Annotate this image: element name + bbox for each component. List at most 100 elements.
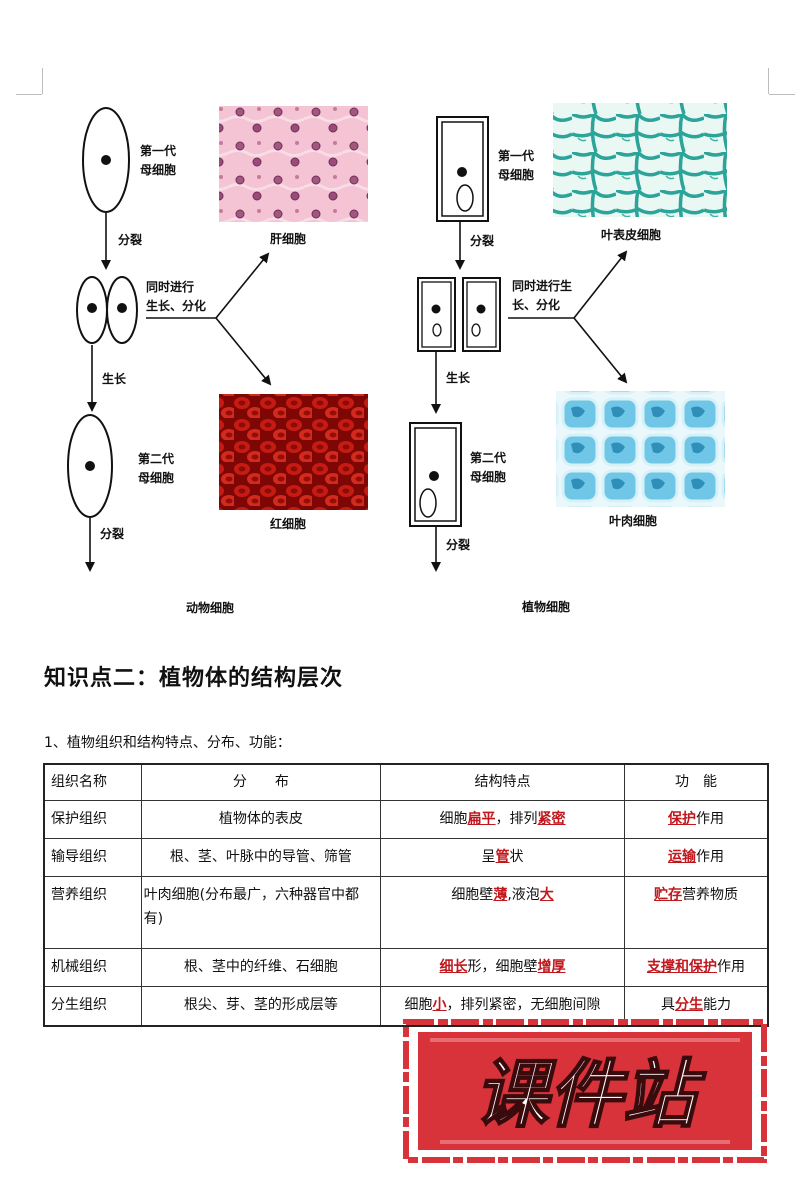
struct-text: 形，细胞壁	[467, 958, 538, 975]
animal-cell-caption: 动物细胞	[186, 600, 234, 615]
struct-keyword: 薄	[493, 886, 508, 903]
liver-cell-image	[219, 106, 368, 222]
watermark-text: 课件站	[474, 1052, 707, 1138]
mesophyll-image	[556, 391, 725, 507]
struct-text: 细胞	[404, 996, 433, 1013]
corner-mark-right	[768, 68, 769, 94]
plant-growdiff-label-1: 同时进行生	[512, 278, 572, 293]
func-text: 作用	[695, 810, 724, 827]
animal-divide2-label: 分裂	[100, 526, 124, 541]
animal-gen1-label-2: 母细胞	[140, 162, 176, 177]
plant-gen2-label-2: 母细胞	[470, 469, 506, 484]
struct-text: 细胞壁	[451, 886, 494, 903]
plant-gen2-label-1: 第二代	[470, 450, 506, 465]
plant-grow-label: 生长	[446, 370, 471, 385]
struct-text: 呈	[481, 848, 496, 865]
func-text: 能力	[702, 996, 731, 1013]
arrow-animal-to-liver	[215, 252, 270, 319]
func-text: 作用	[716, 958, 745, 975]
animal-gen2-label-2: 母细胞	[138, 470, 174, 485]
tissue-function: 运输作用	[623, 837, 769, 877]
struct-text: ，排列紧密，无细胞间隙	[446, 996, 601, 1013]
animal-divide-label: 分裂	[118, 232, 142, 247]
animal-gen2-label-1: 第二代	[138, 451, 174, 466]
leaf-epidermis-label: 叶表皮细胞	[601, 227, 661, 242]
tissue-distribution: 植物体的表皮	[140, 799, 382, 839]
plant-gen1-label-2: 母细胞	[498, 167, 534, 182]
plant-growdiff-label-2: 长、分化	[512, 297, 560, 312]
tissue-distribution: 根、茎中的纤维、石细胞	[140, 947, 382, 987]
struct-text: ，排列	[495, 810, 538, 827]
arrow-plant-to-epidermis	[573, 250, 628, 319]
plant-cell-gen2	[409, 422, 462, 527]
tissue-name: 输导组织	[43, 837, 142, 877]
struct-text: ,液泡	[507, 886, 540, 903]
struct-keyword: 大	[539, 886, 554, 903]
header-name: 组织名称	[43, 763, 142, 801]
tissue-distribution: 叶肉细胞(分布最广，六种器官中都有)	[140, 875, 382, 949]
plant-tissue-table: 组织名称 分 布 结构特点 功 能 保护组织 植物体的表皮 细胞扁平，排列紧密 …	[43, 763, 769, 1027]
tissue-name: 保护组织	[43, 799, 142, 839]
plant-gen1-label-1: 第一代	[498, 148, 534, 163]
mesophyll-label: 叶肉细胞	[609, 513, 657, 528]
table-intro: 1、植物组织和结构特点、分布、功能：	[44, 735, 291, 751]
struct-text: 细胞	[439, 810, 468, 827]
animal-grow-label: 生长	[102, 371, 127, 386]
struct-keyword: 管	[495, 848, 510, 865]
struct-keyword: 紧密	[537, 810, 566, 827]
corner-mark-left	[42, 68, 43, 94]
stamp-background	[418, 1032, 752, 1150]
func-text: 营养物质	[681, 886, 738, 903]
table-row: 营养组织 叶肉细胞(分布最广，六种器官中都有) 细胞壁薄,液泡大 贮存营养物质	[43, 875, 769, 949]
header-structure: 结构特点	[380, 763, 625, 801]
arrow-animal-to-rbc	[215, 317, 272, 386]
tissue-structure: 呈管状	[380, 837, 625, 877]
table-row: 输导组织 根、茎、叶脉中的导管、筛管 呈管状 运输作用	[43, 837, 769, 877]
cell-division-diagram: 第一代 母细胞 分裂 同时进行 生长、分化 生长 第二代 母细胞 分裂 肝细胞 …	[67, 103, 727, 615]
tissue-distribution: 根、茎、叶脉中的导管、筛管	[140, 837, 382, 877]
struct-keyword: 小	[432, 996, 447, 1013]
tissue-structure: 细长形，细胞壁增厚	[380, 947, 625, 987]
plant-divide-label: 分裂	[470, 233, 494, 248]
tissue-function: 保护作用	[623, 799, 769, 839]
struct-text: 状	[509, 848, 524, 865]
func-keyword: 运输	[667, 848, 696, 865]
plant-daughter-cells	[417, 277, 501, 352]
plant-cell-caption: 植物细胞	[521, 599, 570, 614]
red-blood-cell-label: 红细胞	[270, 516, 306, 531]
tissue-structure: 细胞小，排列紧密，无细胞间隙	[380, 985, 625, 1027]
plant-cell-gen1	[436, 116, 489, 222]
struct-keyword: 细长	[439, 958, 468, 975]
animal-growdiff-label-2: 生长、分化	[146, 298, 206, 313]
tissue-structure: 细胞壁薄,液泡大	[380, 875, 625, 949]
animal-cell-gen2	[67, 414, 113, 518]
tissue-function: 支撑和保护作用	[623, 947, 769, 987]
animal-gen1-label-1: 第一代	[140, 143, 176, 158]
struct-keyword: 扁平	[467, 810, 496, 827]
liver-cell-label: 肝细胞	[270, 231, 306, 246]
struct-keyword: 增厚	[537, 958, 566, 975]
tissue-distribution: 根尖、芽、茎的形成层等	[140, 985, 382, 1027]
leaf-epidermis-image	[553, 103, 727, 217]
func-keyword: 支撑和保护	[646, 958, 717, 975]
plant-divide2-label: 分裂	[446, 537, 470, 552]
tissue-name: 营养组织	[43, 875, 142, 949]
func-text: 具	[660, 996, 675, 1013]
animal-growdiff-label-1: 同时进行	[146, 279, 194, 294]
func-keyword: 贮存	[653, 886, 682, 903]
tissue-function: 贮存营养物质	[623, 875, 769, 949]
tissue-name: 机械组织	[43, 947, 142, 987]
table-header-row: 组织名称 分 布 结构特点 功 能	[43, 763, 769, 801]
corner-mark-right-h	[769, 94, 795, 95]
animal-daughter-cells	[76, 276, 138, 344]
func-keyword: 分生	[674, 996, 703, 1013]
table-row: 分生组织 根尖、芽、茎的形成层等 细胞小，排列紧密，无细胞间隙 具分生能力	[43, 985, 769, 1027]
table-row: 保护组织 植物体的表皮 细胞扁平，排列紧密 保护作用	[43, 799, 769, 839]
section-heading: 知识点二：植物体的结构层次	[44, 665, 344, 691]
table-row: 机械组织 根、茎中的纤维、石细胞 细长形，细胞壁增厚 支撑和保护作用	[43, 947, 769, 987]
kejianzhan-watermark-stamp: 课件站	[403, 1019, 767, 1163]
header-distribution: 分 布	[140, 763, 382, 801]
arrow-plant-to-mesophyll	[573, 317, 628, 384]
animal-cell-gen1	[82, 107, 130, 213]
func-text: 作用	[695, 848, 724, 865]
